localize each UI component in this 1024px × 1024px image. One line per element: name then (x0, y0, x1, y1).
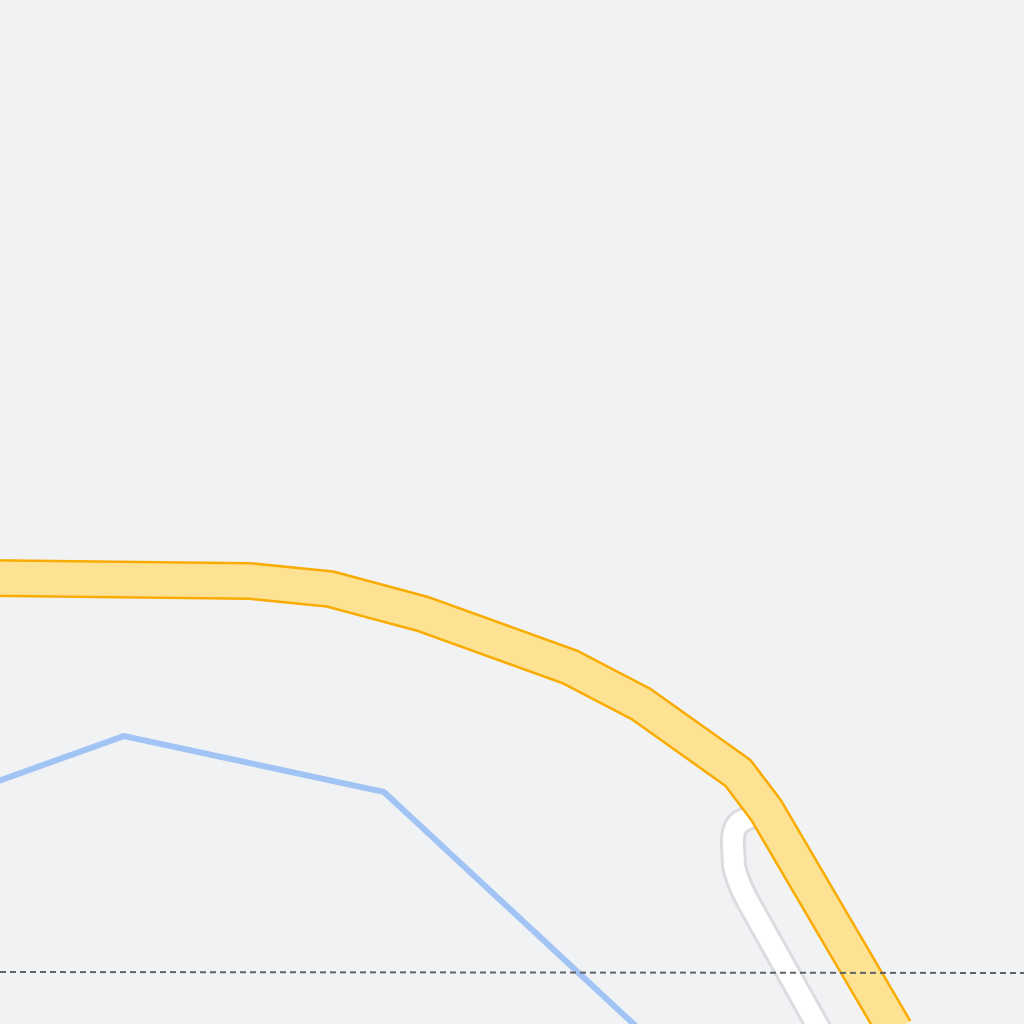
waterway-line (0, 733, 638, 1024)
minor-road (719, 803, 832, 1024)
major-road-fill (0, 561, 910, 1024)
major-road (0, 559, 912, 1024)
boundary-line (0, 971, 1024, 974)
minor-road-fill (722, 806, 829, 1024)
